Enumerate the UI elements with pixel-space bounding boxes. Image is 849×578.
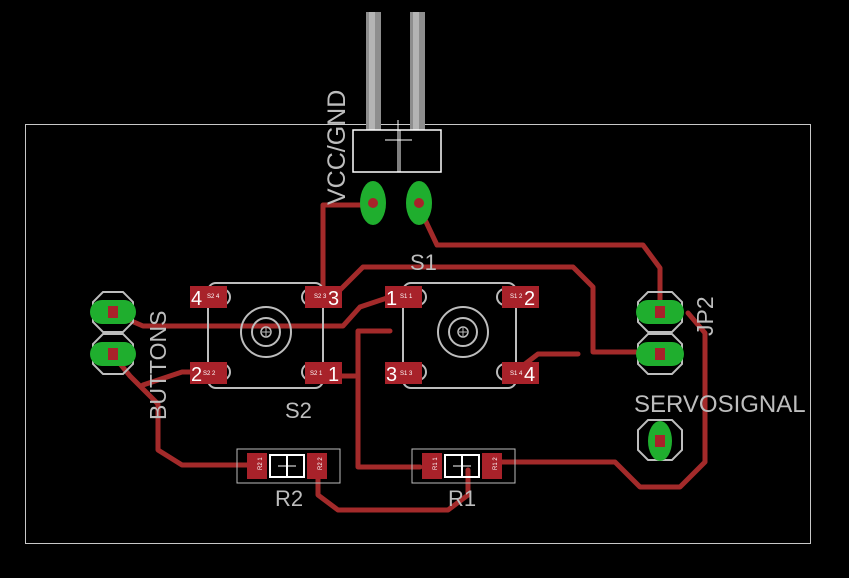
s2-pin-3: 3 xyxy=(328,288,339,310)
r2-pad-1 xyxy=(247,453,267,479)
s2-button-ring xyxy=(240,306,292,358)
s1-label: S1 xyxy=(410,250,437,275)
switch-s1 xyxy=(385,282,539,389)
s2-pin-4: 4 xyxy=(191,288,202,310)
copper-traces xyxy=(110,202,708,513)
r2-label: R2 xyxy=(275,486,303,511)
s1-pad-3-tiny: S1 3 xyxy=(400,371,413,377)
buttons-label: BUTTONS xyxy=(145,311,171,420)
jp2-label: JP2 xyxy=(692,296,718,336)
s1-pin-2: 2 xyxy=(524,288,535,310)
r1-label: R1 xyxy=(448,486,476,511)
r2-pad-2 xyxy=(307,453,327,479)
s2-pad-4 xyxy=(190,286,227,308)
resistor-r1 xyxy=(411,448,516,484)
r2-pad-1-tiny: R2 1 xyxy=(258,457,264,470)
s1-pad-2 xyxy=(502,286,539,308)
buttons-connector xyxy=(90,291,136,375)
s2-pad-4-tiny: S2 4 xyxy=(207,294,220,300)
switch-s2 xyxy=(190,282,342,389)
s2-pad-3-tiny: S2 3 xyxy=(314,294,327,300)
r1-pad-2-tiny: R1 2 xyxy=(493,457,499,470)
s1-pad-1-tiny: S1 1 xyxy=(400,294,413,300)
s1-pad-1 xyxy=(385,286,422,308)
s2-pin-2: 2 xyxy=(191,364,202,386)
vcc-gnd-header xyxy=(352,120,442,225)
header-pins xyxy=(366,12,425,130)
r2-pad-2-tiny: R2 2 xyxy=(318,457,324,470)
s2-pad-1 xyxy=(305,362,342,384)
s2-pad-1-tiny: S2 1 xyxy=(310,371,323,377)
s1-pad-3 xyxy=(385,362,422,384)
s1-pin-4: 4 xyxy=(524,364,535,386)
s1-pin-1: 1 xyxy=(386,288,397,310)
s1-pad-4-tiny: S1 4 xyxy=(510,371,523,377)
s2-pad-2 xyxy=(190,362,227,384)
s2-pad-3 xyxy=(305,286,342,308)
servosignal-label: SERVOSIGNAL xyxy=(634,391,806,418)
s2-label: S2 xyxy=(285,398,312,423)
r1-pad-2 xyxy=(482,453,502,479)
s1-pad-4 xyxy=(502,362,539,384)
s1-pin-3: 3 xyxy=(386,364,397,386)
resistor-r2 xyxy=(236,448,341,484)
s2-pin-1: 1 xyxy=(328,364,339,386)
s2-pad-2-tiny: S2 2 xyxy=(203,371,216,377)
vcc-gnd-label: VCC/GND xyxy=(323,90,351,205)
s1-button-ring xyxy=(437,306,489,358)
r1-pad-1 xyxy=(422,453,442,479)
jp2-connector xyxy=(636,291,684,461)
s1-pad-2-tiny: S1 2 xyxy=(510,294,523,300)
r1-pad-1-tiny: R1 1 xyxy=(433,457,439,470)
